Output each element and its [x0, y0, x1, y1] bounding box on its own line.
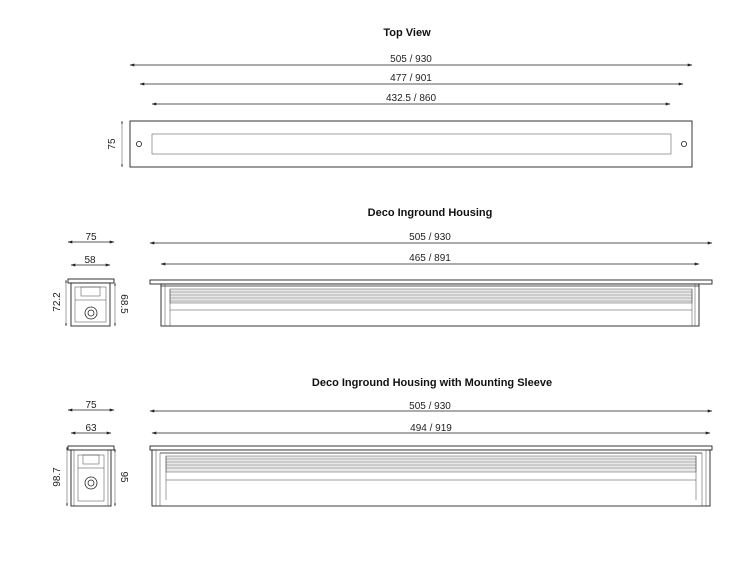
sleeve-title: Deco Inground Housing with Mounting Slee… [312, 377, 552, 389]
housing-dim-label-inner: 465 / 891 [409, 253, 451, 264]
sleeve-side-height-left: 98.7 [52, 467, 63, 487]
housing-side-dim-inner: 58 [84, 255, 96, 266]
dim-label-mid: 477 / 901 [390, 73, 432, 84]
top-view: Top View 505 / 930 477 / 901 432.5 / 860… [107, 27, 693, 168]
housing-side-profile [67, 278, 115, 327]
housing-side-dim-outer: 75 [85, 232, 97, 243]
dim-label-height: 75 [107, 138, 118, 150]
sleeve-section: Deco Inground Housing with Mounting Slee… [52, 377, 713, 507]
top-view-lens [151, 133, 672, 155]
top-view-title: Top View [383, 27, 431, 39]
sleeve-side-profile [67, 445, 115, 507]
housing-side-height-right: 68.5 [118, 294, 129, 314]
sleeve-side-dim-outer: 75 [85, 400, 97, 411]
housing-dim-label-overall: 505 / 930 [409, 232, 451, 243]
housing-title: Deco Inground Housing [368, 207, 493, 219]
screw-left-icon [135, 140, 142, 147]
housing-section: Deco Inground Housing 505 / 930 465 / 89… [52, 207, 713, 327]
dim-label-inner: 432.5 / 860 [386, 93, 436, 104]
sleeve-side-height-right: 95 [118, 471, 129, 483]
sleeve-side-dim-inner: 63 [85, 423, 97, 434]
sleeve-dim-label-overall: 505 / 930 [409, 401, 451, 412]
housing-long-profile [149, 279, 713, 327]
screw-right-icon [681, 140, 688, 147]
dim-label-overall: 505 / 930 [390, 54, 432, 65]
housing-side-height-left: 72.2 [52, 292, 63, 312]
top-view-housing [129, 120, 693, 168]
sleeve-long-profile [149, 445, 713, 507]
sleeve-dim-label-inner: 494 / 919 [410, 423, 452, 434]
